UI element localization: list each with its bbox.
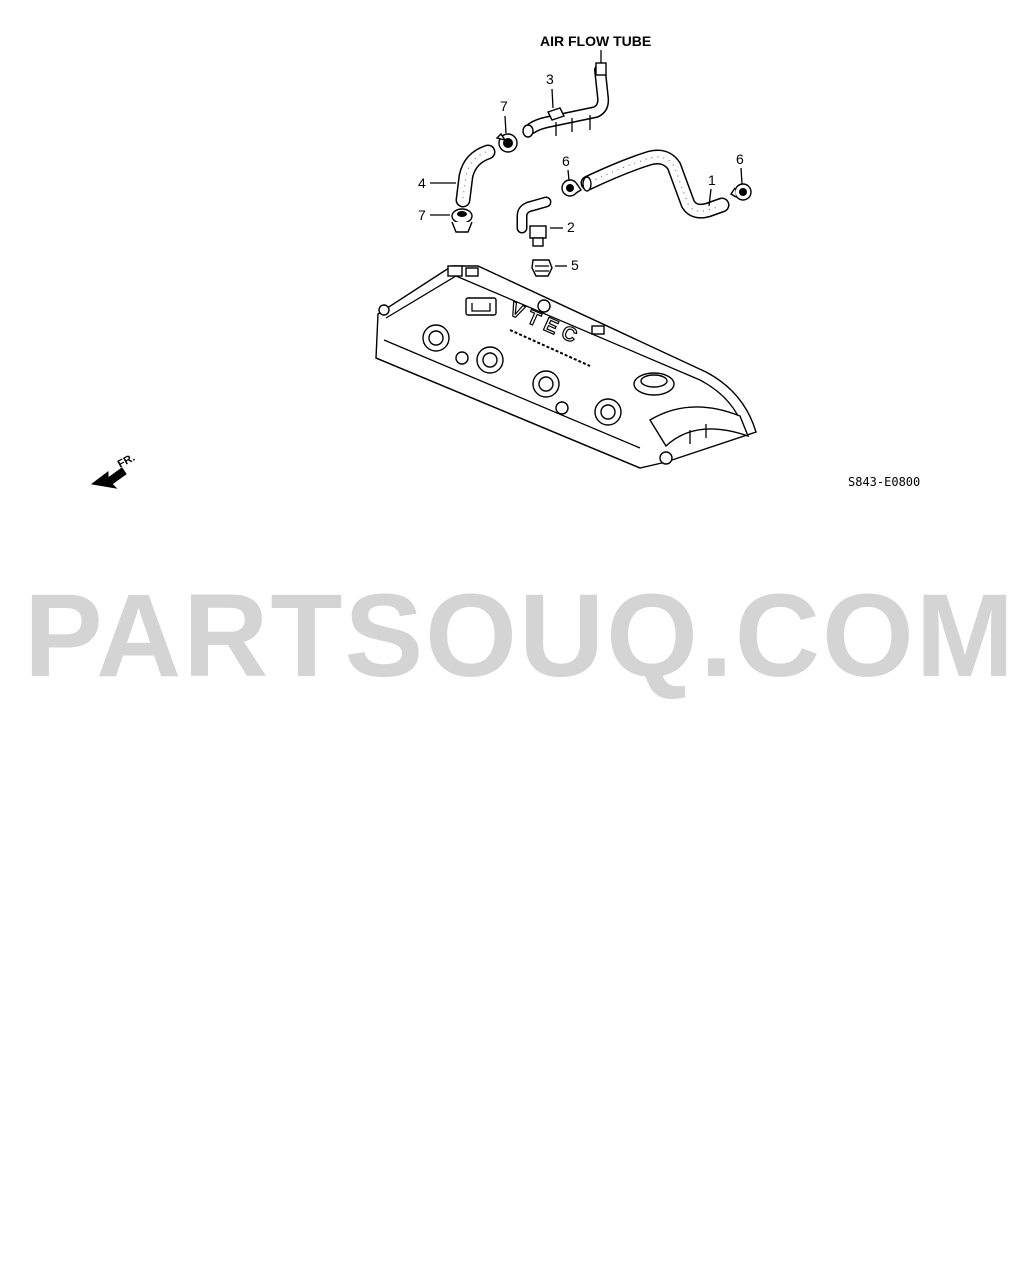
hose-clamp-6-right[interactable] [730,183,752,201]
drawing-code: S843-E0800 [848,475,920,489]
callout-5: 5 [571,257,579,273]
leader-6-right [740,167,743,185]
pcv-grommet-5[interactable] [531,259,553,277]
air-flow-tube-part[interactable] [522,62,610,138]
leader-3 [551,88,554,109]
callout-7-bottom: 7 [418,207,426,223]
callout-3: 3 [546,71,554,87]
front-marker: FR. [116,452,137,471]
hose-clamp-upper[interactable] [495,132,518,153]
hose-clamp-6-left[interactable] [561,179,582,197]
cylinder-head-cover: VTEC [375,265,757,469]
callout-6-right: 6 [736,151,744,167]
callout-1: 1 [708,172,716,188]
leader-1 [708,188,712,207]
diagram-title: AIR FLOW TUBE [540,33,651,49]
leader-6-left [567,169,570,181]
callout-6-left: 6 [562,153,570,169]
callout-2: 2 [567,219,575,235]
callout-4: 4 [418,175,426,191]
breather-hose-4[interactable] [455,144,496,208]
pcv-hose-1[interactable] [580,149,730,219]
front-arrow-icon [90,467,127,489]
pcv-valve-2[interactable] [516,196,552,247]
leader-7-top [504,115,507,134]
watermark: PARTSOUQ.COM [24,570,1016,702]
honda-logo-icon [465,297,497,316]
callout-7-top: 7 [500,98,508,114]
hose-clamp-lower[interactable] [451,208,473,233]
